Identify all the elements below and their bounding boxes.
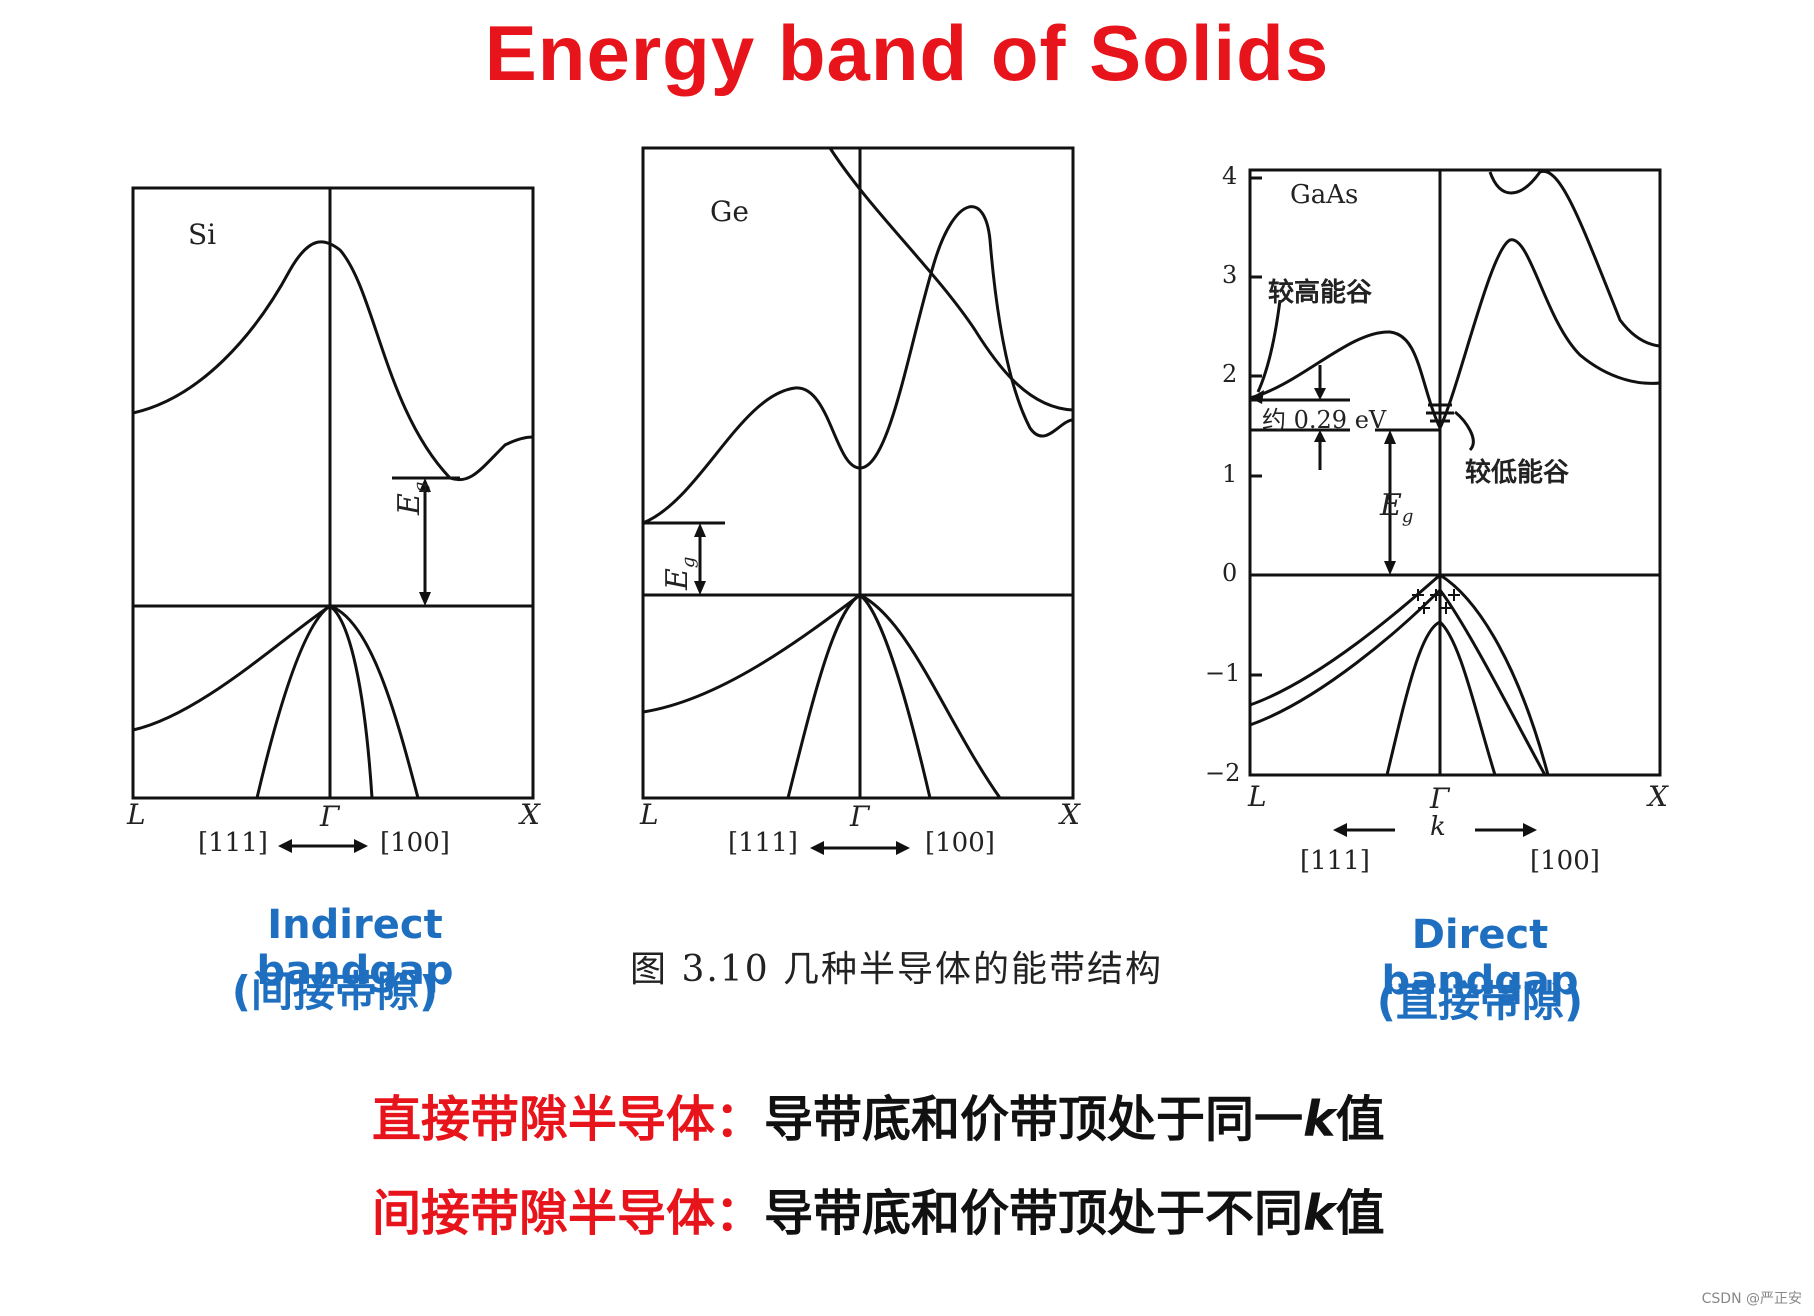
gaas-valence-split-off <box>1385 620 1497 776</box>
ge-valence-split-off <box>859 593 1002 799</box>
si-conduction-band <box>132 240 534 482</box>
figure-caption: 图 3.10 几种半导体的能带结构 <box>630 949 1164 990</box>
gaas-ytick-0: 0 <box>1222 559 1238 587</box>
gaas-k-label: k <box>1430 812 1446 842</box>
direct-definition: 直接带隙半导体：导带底和价带顶处于同一k值 <box>372 1080 1385 1151</box>
ge-material-label: Ge <box>710 195 749 228</box>
ge-dir-111: [111] <box>728 828 798 858</box>
si-eg-label: Eg <box>392 481 431 515</box>
gaas-conduction-band-2 <box>1488 169 1661 348</box>
indirect-definition: 间接带隙半导体：导带底和价带顶处于不同k值 <box>372 1174 1385 1245</box>
si-double-arrow <box>278 839 368 853</box>
si-material-label: Si <box>188 218 217 251</box>
si-axis-x: X <box>520 798 540 831</box>
direct-definition-k: k <box>1303 1091 1336 1148</box>
gaas-lower-valley-pointer <box>1454 410 1475 452</box>
watermark: CSDN @严正安 <box>1701 1291 1802 1307</box>
gaas-valence-heavy-right <box>1249 573 1550 776</box>
gaas-eg-label: Eg <box>1380 488 1414 527</box>
ge-axis-x: X <box>1060 798 1080 831</box>
gaas-ytick-3: 3 <box>1222 261 1238 289</box>
gaas-ytick-1: 1 <box>1222 460 1238 488</box>
direct-bandgap-label: Direct bandgap <box>1381 912 1579 1004</box>
ge-double-arrow <box>810 841 910 855</box>
gaas-ytick-minus1: −1 <box>1205 659 1241 687</box>
si-dir-111: [111] <box>198 828 268 858</box>
gaas-ytick-4: 4 <box>1222 162 1238 190</box>
ge-eg-arrowhead-up <box>694 523 706 537</box>
gaas-dir-111: [111] <box>1300 846 1370 876</box>
gaas-dir-100: [100] <box>1530 846 1600 876</box>
indirect-definition-tail: 值 <box>1335 1185 1385 1242</box>
ge-axis-gamma: Γ <box>850 800 870 833</box>
si-frame <box>131 186 535 800</box>
ge-valence-heavy <box>786 593 932 799</box>
gaas-lower-valley-label: 较低能谷 <box>1465 458 1570 488</box>
gaas-axis-x: X <box>1648 780 1668 813</box>
indirect-definition-term: 间接带隙半导体： <box>372 1185 765 1242</box>
gaas-axis-l: L <box>1248 780 1267 813</box>
ge-eg-label: Eg <box>660 556 699 590</box>
gaas-valence-light <box>1249 587 1547 776</box>
gaas-upper-valley-label: 较高能谷 <box>1268 278 1373 308</box>
gaas-ytick-minus2: −2 <box>1205 759 1241 787</box>
si-valence-split-off <box>329 604 420 799</box>
gaas-holes <box>1412 589 1460 614</box>
gaas-upper-valley-pointer <box>1256 299 1282 393</box>
gaas-ytick-2: 2 <box>1222 360 1238 388</box>
si-axis-gamma: Γ <box>320 800 340 833</box>
ge-valence-light-left <box>642 593 861 714</box>
direct-definition-text: 导带底和价带顶处于同一 <box>764 1091 1304 1148</box>
indirect-bandgap-label: Indirect bandgap <box>256 902 454 994</box>
ge-conduction-band-1 <box>642 205 1074 525</box>
indirect-bandgap-cn-label: (间接带隙) <box>231 967 439 1016</box>
si-eg-arrowhead-down <box>419 592 431 606</box>
page-title: Energy band of Solids <box>484 9 1330 97</box>
ge-frame <box>641 146 1075 800</box>
direct-bandgap-cn-label: (直接带隙) <box>1376 977 1584 1026</box>
indirect-definition-k: k <box>1303 1185 1336 1242</box>
gaas-offset-label: 约 0.29 eV <box>1262 406 1387 434</box>
direct-definition-term: 直接带隙半导体： <box>372 1091 765 1148</box>
ge-axis-l: L <box>640 798 659 831</box>
ge-dir-100: [100] <box>925 828 995 858</box>
si-axis-l: L <box>127 798 146 831</box>
indirect-definition-text: 导带底和价带顶处于不同 <box>764 1185 1304 1242</box>
gaas-frame <box>1248 168 1662 777</box>
gaas-axis-gamma: Γ <box>1430 782 1450 815</box>
si-valence-heavy <box>255 604 374 799</box>
gaas-material-label: GaAs <box>1290 180 1359 210</box>
direct-definition-tail: 值 <box>1335 1091 1385 1148</box>
ge-conduction-band-2 <box>828 147 1074 412</box>
si-valence-light-left <box>132 604 331 732</box>
si-dir-100: [100] <box>380 828 450 858</box>
